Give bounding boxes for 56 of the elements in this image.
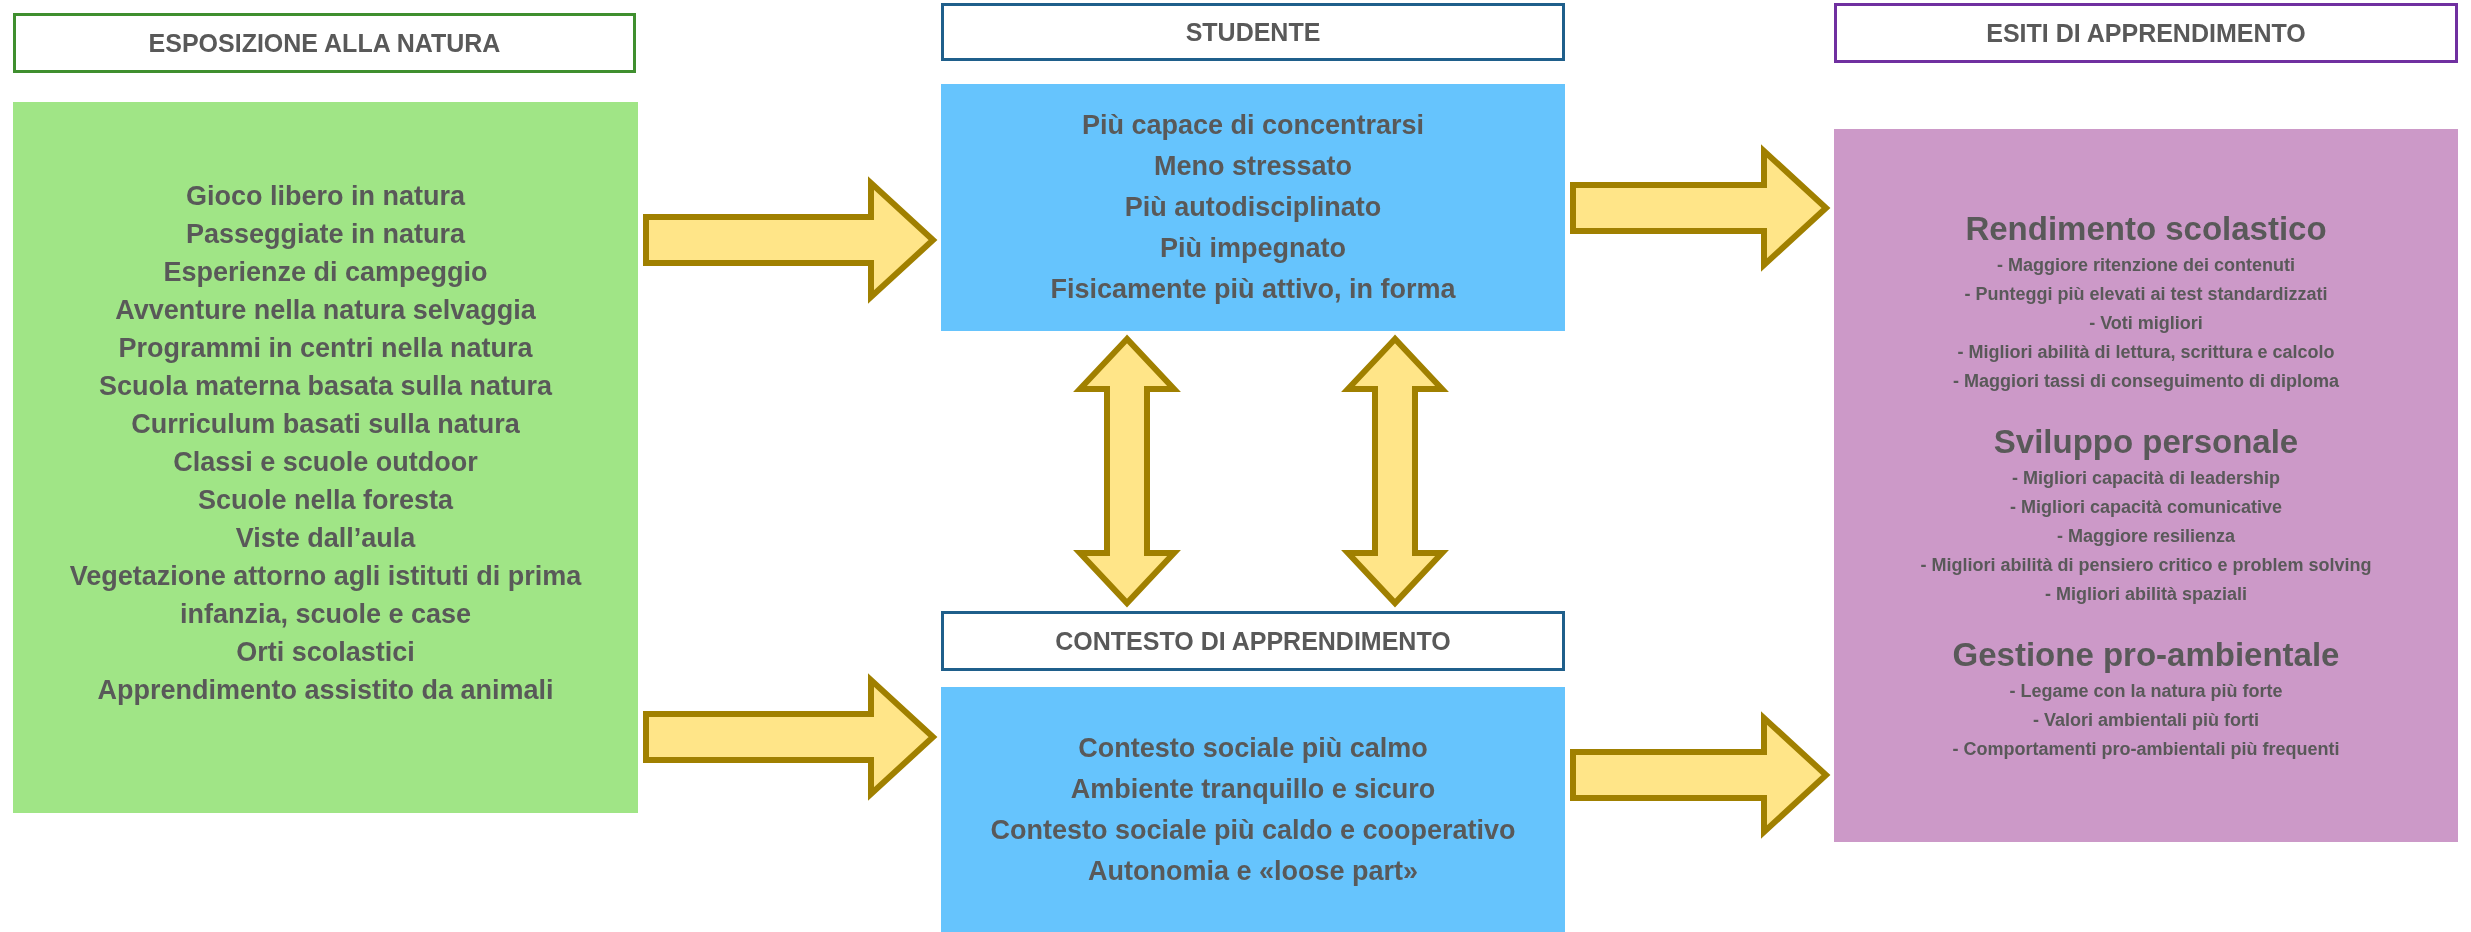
list-item: Vegetazione attorno agli istituti di prima infanzia, scuole e case xyxy=(68,559,583,631)
column-header xyxy=(941,3,1565,61)
section-heading: Gestione pro-ambientale xyxy=(1952,635,2340,675)
list-item: Esperienze di campeggio xyxy=(163,255,488,289)
list-item: - Maggiore resilienza xyxy=(2056,525,2236,548)
column-header xyxy=(1834,3,2458,63)
list-item: Gioco libero in natura xyxy=(186,179,465,213)
list-item: Curriculum basati sulla natura xyxy=(131,407,520,441)
list-item: Autonomia e «loose part» xyxy=(1087,854,1419,888)
list-item: - Migliori abilità spaziali xyxy=(2044,583,2247,606)
list-item: - Maggiori tassi di conseguimento di diploma xyxy=(1952,370,2339,393)
block-arrow xyxy=(643,673,938,801)
content-panel xyxy=(1834,129,2458,842)
list-item: - Comportamenti pro-ambientali più frequenti xyxy=(1952,738,2340,761)
block-arrow xyxy=(643,176,938,304)
list-item: - Legame con la natura più forte xyxy=(2009,680,2283,703)
content-panel xyxy=(941,687,1565,932)
list-item: Ambiente tranquillo e sicuro xyxy=(1070,772,1436,806)
header-title: CONTESTO DI APPRENDIMENTO xyxy=(1055,626,1451,656)
list-item: - Maggiore ritenzione dei contenuti xyxy=(1997,254,2295,277)
content-panel xyxy=(941,84,1565,331)
column-header xyxy=(941,611,1565,671)
list-item: Viste dall’aula xyxy=(235,521,416,555)
list-item: - Migliori abilità di pensiero critico e problem solving xyxy=(1920,554,2372,577)
list-item: - Migliori capacità di leadership xyxy=(2011,467,2281,490)
list-item: Contesto sociale più caldo e cooperativo xyxy=(990,813,1516,847)
list-item: Più autodisciplinato xyxy=(1124,191,1382,224)
block-arrow xyxy=(1570,711,1831,839)
list-item: - Valori ambientali più forti xyxy=(2033,709,2259,732)
list-item: - Voti migliori xyxy=(2089,312,2203,335)
list-item: - Punteggi più elevati ai test standardizzati xyxy=(1964,283,2328,306)
content-panel xyxy=(13,102,638,813)
list-item: - Migliori capacità comunicative xyxy=(2009,496,2283,519)
list-item: - Migliori abilità di lettura, scrittura e calcolo xyxy=(1957,341,2335,364)
list-item: Meno stressato xyxy=(1153,150,1353,183)
block-arrow xyxy=(1570,144,1831,272)
column-header xyxy=(13,13,636,73)
list-item: Classi e scuole outdoor xyxy=(173,445,478,479)
double-block-arrow xyxy=(1073,334,1181,608)
section-heading: Rendimento scolastico xyxy=(1965,209,2327,249)
list-item: Fisicamente più attivo, in forma xyxy=(1050,273,1456,306)
list-item: Orti scolastici xyxy=(236,635,415,669)
list-item: Più impegnato xyxy=(1160,232,1346,265)
header-title: ESPOSIZIONE ALLA NATURA xyxy=(148,28,501,58)
header-title: STUDENTE xyxy=(1185,17,1321,47)
list-item: Apprendimento assistito da animali xyxy=(97,673,554,707)
section-heading: Sviluppo personale xyxy=(1993,422,2299,462)
header-title: ESITI DI APPRENDIMENTO xyxy=(1986,18,2306,48)
list-item: Scuole nella foresta xyxy=(197,483,454,517)
list-item: Più capace di concentrarsi xyxy=(1081,109,1425,142)
list-item: Programmi in centri nella natura xyxy=(118,331,533,365)
double-block-arrow xyxy=(1341,334,1449,608)
list-item: Contesto sociale più calmo xyxy=(1078,731,1428,765)
list-item: Passeggiate in natura xyxy=(185,217,466,251)
list-item: Scuola materna basata sulla natura xyxy=(98,369,553,403)
list-item: Avventure nella natura selvaggia xyxy=(115,293,536,327)
